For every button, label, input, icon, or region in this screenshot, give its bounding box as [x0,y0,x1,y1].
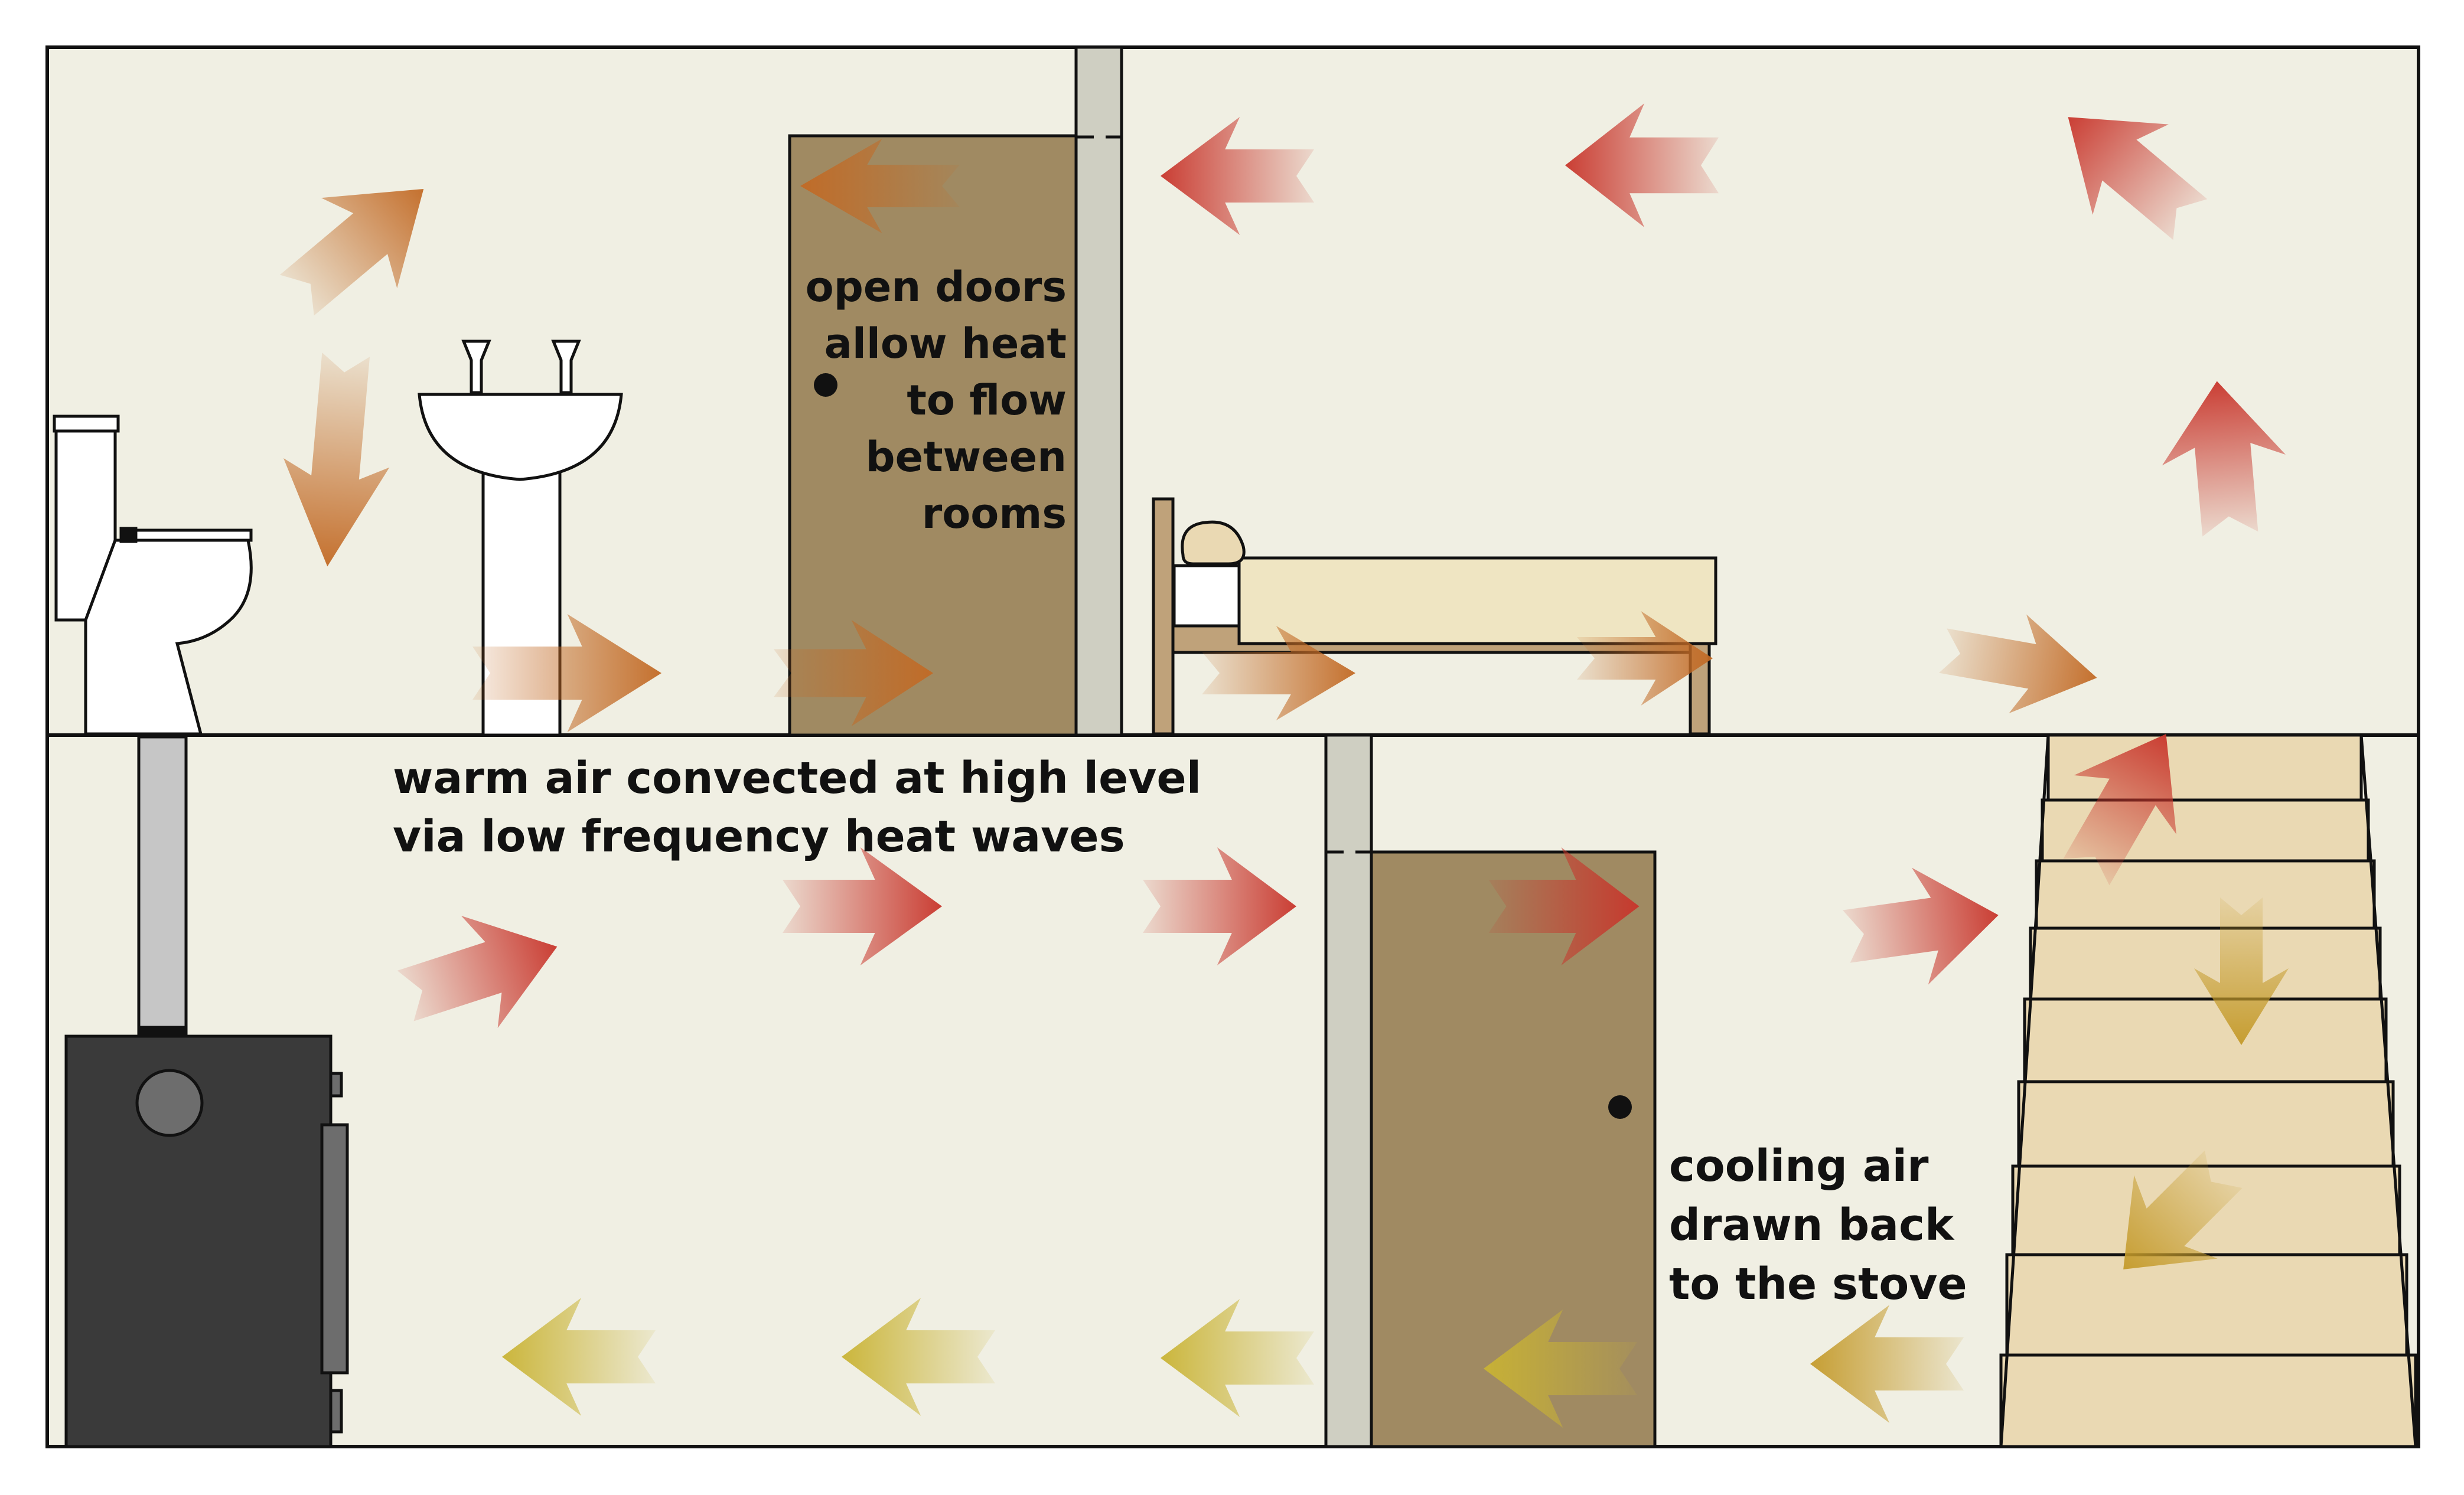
toilet [53,414,253,736]
label-cooling-air-line-2: drawn back [1669,1200,1955,1251]
bed-headboard-post [1152,497,1175,736]
stove-flue [137,735,188,1037]
stair-step [2005,1253,2408,1357]
airflow-arrow [774,620,933,726]
stove-hinge-bottom [329,1389,343,1434]
wood-stove [64,735,349,1448]
label-warm-air-line-2: via low frequency heat waves [393,811,1125,862]
staircase [1999,733,2417,1448]
airflow-arrow [1161,1299,1314,1417]
toilet-cistern [54,429,117,622]
stair-step [2017,1080,2395,1168]
stair-step [2023,997,2388,1083]
airflow-arrow [1843,867,1999,985]
airflow-arrow [397,915,558,1029]
toilet-cistern-lid [53,414,120,433]
sink [418,340,623,737]
downstairs-partition-wall [1324,733,1373,1448]
airflow-arrow [279,189,424,316]
upstairs-door-panel [788,134,1078,737]
label-open-doors-line-4: between [866,433,1067,481]
airflow-arrow [502,1298,656,1416]
downstairs-door-knob [1608,1095,1632,1119]
bed-pillow-box [1172,564,1241,628]
airflow-arrow [1488,847,1640,965]
airflow-arrow [1161,117,1314,235]
airflow-arrow [2068,117,2208,240]
toilet-hinge [119,527,138,543]
sink-basin [418,393,623,481]
airflow-arrows [279,103,2289,1428]
label-cooling-air-line-3: to the stove [1669,1259,1967,1310]
text-labels: open doors allow heat to flow between ro… [393,263,1967,1310]
stove-vent [135,1069,204,1137]
airflow-arrow [1810,1305,1964,1423]
sink-tap-right [551,340,581,394]
house-frame [45,45,2420,1448]
stair-step [1999,1353,2417,1448]
stove-door-handle [320,1123,349,1375]
label-open-doors-line-5: rooms [922,489,1067,538]
airflow-arrow [842,1298,995,1416]
bed-mattress [1237,556,1717,645]
toilet-bowl [84,538,253,736]
airflow-arrow [1484,1310,1637,1428]
airflow-arrow [2194,897,2289,1045]
label-open-doors-line-1: open doors [806,263,1067,311]
airflow-arrow [283,352,390,567]
label-warm-air-line-1: warm air convected at high level [393,753,1201,804]
stair-stringer-right [2359,735,2417,1447]
airflow-arrow [1577,611,1713,706]
label-open-doors-line-3: to flow [907,376,1067,425]
stair-stringer-left [1999,735,2050,1447]
airflow-arrow [1143,847,1296,965]
upstairs-door [788,134,1078,737]
toilet-seat [122,528,253,542]
airflow-arrow [1202,626,1355,720]
airflow-arrow [800,139,960,233]
airflow-arrow [1565,103,1719,227]
airflow-arrow [2063,734,2176,886]
airflow-arrow [2162,381,2286,537]
airflow-arrow [1938,614,2097,714]
stove-hinge-top [329,1072,343,1098]
label-cooling-air-line-1: cooling air [1669,1141,1929,1192]
bed-pillow [1181,520,1246,566]
upstairs-door-knob [814,373,837,397]
stair-step [2029,926,2382,1001]
upstairs-partition-wall [1074,45,1123,737]
airflow-arrow [2123,1150,2243,1269]
stair-step [2035,859,2376,930]
sink-tap-left [461,340,491,394]
label-open-doors-line-2: allow heat [824,319,1067,368]
airflow-arrow [472,614,661,732]
airflow-arrow [783,847,942,965]
